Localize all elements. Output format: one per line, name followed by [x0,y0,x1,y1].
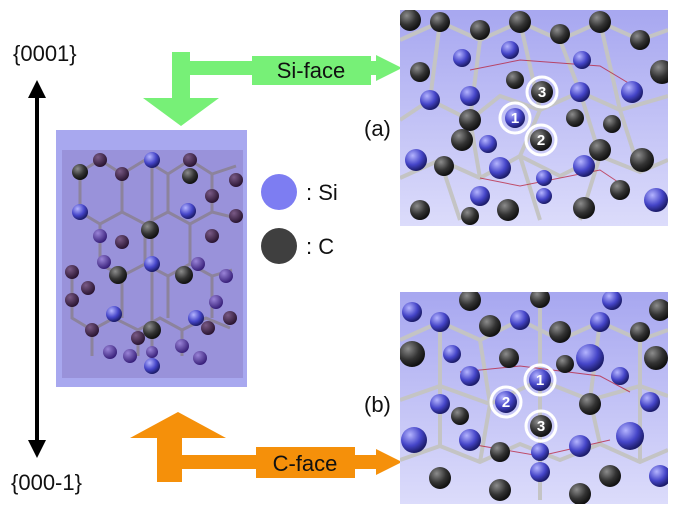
panel-b-marker-3-text: 3 [537,418,545,435]
panel-b-marker-3 [524,409,558,443]
panel-a-marker-1-text: 1 [511,110,519,127]
c-face-arrow [130,412,402,482]
panel-b-image [400,292,668,504]
crystal-atoms [65,152,243,374]
panel-b-marker-2-text: 2 [502,394,510,411]
direction-bottom-label: {000-1} [11,470,82,495]
panel-a-marker-3-text: 3 [538,84,546,101]
direction-top-label: {0001} [13,41,77,66]
legend [261,174,297,264]
panel-a-image [400,10,668,226]
legend-si-swatch [261,174,297,210]
panel-b-marker-1 [523,363,557,397]
c-face-label-box [256,447,355,478]
panel-b-markers: 1 2 3 [489,363,558,443]
panel-b-label: (b) [364,392,391,417]
legend-si-label: : Si [306,180,338,205]
panel-a-marker-3 [525,75,559,109]
si-face-arrow [143,52,402,126]
direction-arrow [28,80,46,458]
panel-a-marker-1 [498,101,532,135]
panel-a-label: (a) [364,116,391,141]
si-face-label: Si-face [277,58,345,83]
panel-a-marker-2 [524,123,558,157]
panel-a-markers: 3 1 2 [498,75,559,157]
legend-c-swatch [261,228,297,264]
panel-b-marker-1-text: 1 [536,372,544,389]
crystal-model [56,130,247,387]
panel-b-marker-2 [489,385,523,419]
si-face-label-box [252,56,371,85]
panel-a-marker-2-text: 2 [537,132,545,149]
legend-c-label: : C [306,234,334,259]
c-face-label: C-face [273,451,338,476]
